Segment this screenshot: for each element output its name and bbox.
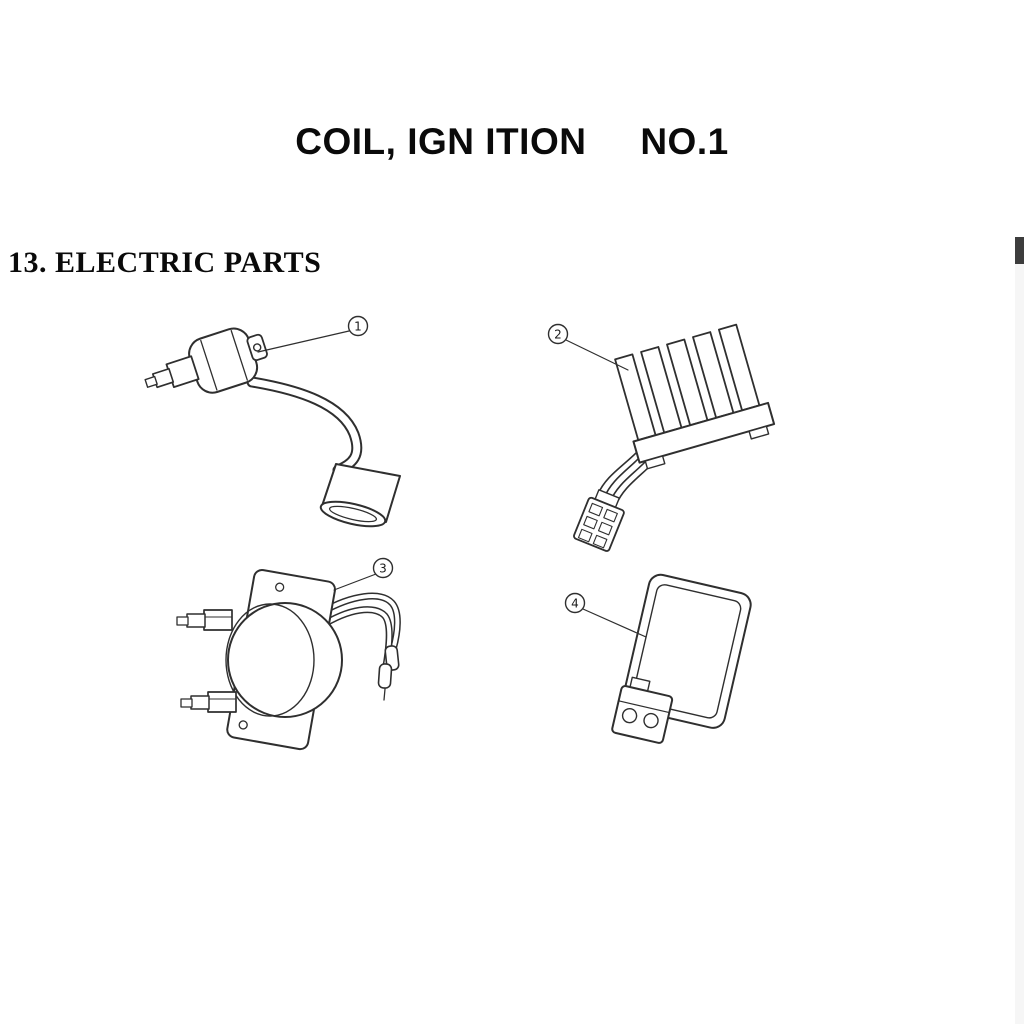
relay-body bbox=[225, 602, 343, 718]
callout-2-circle bbox=[547, 323, 569, 345]
regulator-rectifier-drawing bbox=[573, 323, 776, 552]
callout-4-circle bbox=[564, 592, 586, 614]
callout-2: 2 bbox=[547, 323, 629, 371]
cdi-unit-drawing bbox=[611, 573, 752, 744]
cdi-body bbox=[622, 573, 752, 729]
callout-4: 4 bbox=[564, 592, 647, 638]
callout-3: 3 bbox=[333, 557, 394, 591]
relay-stud-terminals bbox=[176, 609, 237, 713]
cdi-connector bbox=[611, 676, 674, 744]
callout-1-number: 1 bbox=[354, 320, 362, 334]
callout-1: 1 bbox=[257, 315, 369, 353]
section-heading: 13. ELECTRIC PARTS bbox=[8, 246, 322, 279]
callout-3-circle bbox=[372, 557, 394, 579]
coil-wire bbox=[246, 376, 363, 476]
scrollbar-track[interactable] bbox=[1015, 237, 1024, 1024]
callout-1-circle bbox=[347, 315, 369, 337]
coil-body bbox=[144, 327, 268, 394]
callout-4-number: 4 bbox=[571, 597, 579, 611]
callout-2-number: 2 bbox=[554, 328, 562, 342]
spark-plug-cap bbox=[319, 463, 401, 528]
ignition-coil-drawing bbox=[144, 327, 401, 528]
regulator-connector bbox=[573, 489, 625, 552]
relay-wire-terminals bbox=[377, 645, 400, 701]
callout-3-number: 3 bbox=[379, 562, 387, 576]
regulator-body bbox=[614, 323, 776, 470]
starter-relay-drawing bbox=[176, 568, 401, 751]
scrollbar-thumb[interactable] bbox=[1015, 237, 1024, 264]
page-title: COIL, IGN ITION NO.1 bbox=[295, 121, 729, 162]
